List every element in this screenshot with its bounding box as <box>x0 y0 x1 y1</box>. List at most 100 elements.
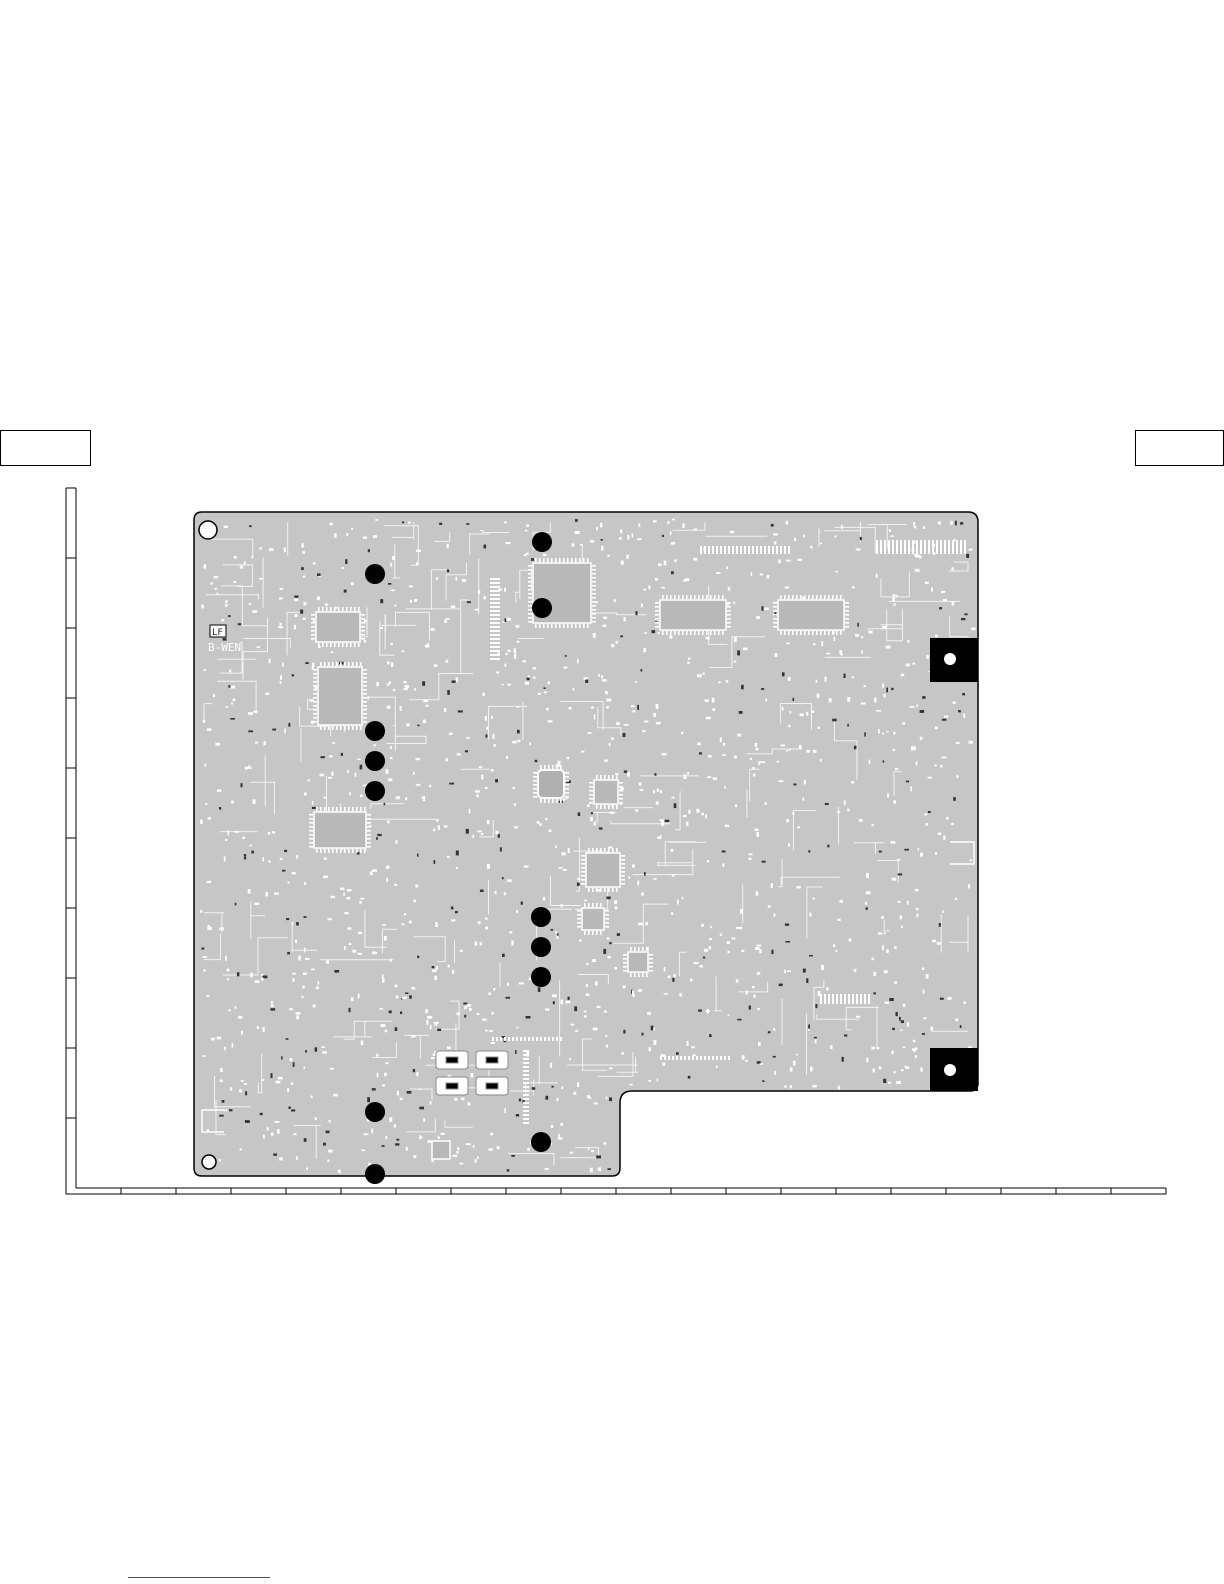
pad <box>604 1010 607 1013</box>
pad <box>797 559 802 561</box>
pad <box>460 950 463 952</box>
pad <box>668 976 671 979</box>
pad <box>545 1009 549 1011</box>
pad <box>922 968 924 971</box>
pad <box>374 744 376 746</box>
pad <box>527 678 530 681</box>
pad <box>577 878 581 880</box>
pad <box>448 965 450 968</box>
pad <box>837 919 840 921</box>
pad <box>569 1058 571 1060</box>
pad <box>951 567 953 570</box>
pad <box>207 728 212 731</box>
pad <box>920 853 923 857</box>
pad <box>391 662 393 667</box>
pad <box>847 724 849 727</box>
pad <box>426 1020 428 1025</box>
pad <box>742 1055 745 1059</box>
pad <box>888 1082 891 1084</box>
pad <box>514 826 518 828</box>
pad <box>934 765 937 767</box>
test-point-icon <box>365 1164 385 1184</box>
pad <box>587 804 590 807</box>
pad <box>384 803 386 805</box>
pad <box>482 1019 487 1021</box>
pad <box>451 606 455 608</box>
pad <box>410 600 412 603</box>
pad <box>895 768 898 770</box>
pad <box>736 979 739 982</box>
pad <box>808 850 810 852</box>
pad <box>762 606 764 611</box>
pad <box>561 1123 563 1126</box>
pad <box>664 993 668 995</box>
pad <box>931 1027 934 1031</box>
pad <box>203 669 206 671</box>
pad <box>768 1031 771 1033</box>
pad <box>387 684 390 686</box>
pad <box>697 674 702 677</box>
pad <box>364 640 366 643</box>
pad <box>774 541 776 544</box>
pad <box>555 845 557 848</box>
pad <box>282 870 286 872</box>
pad <box>245 1120 250 1123</box>
pad <box>394 884 397 886</box>
pad <box>620 530 622 534</box>
pad <box>312 663 314 668</box>
pad <box>312 801 314 805</box>
pad <box>728 951 730 953</box>
pad <box>914 526 916 529</box>
pad <box>593 1028 598 1031</box>
pad <box>523 660 526 662</box>
pad <box>544 687 546 689</box>
pad <box>228 830 230 835</box>
pad <box>444 620 447 623</box>
pad <box>304 1138 307 1142</box>
pad <box>349 943 351 945</box>
pad <box>466 1004 471 1007</box>
pad <box>796 1054 798 1056</box>
pad <box>727 941 730 944</box>
pad <box>734 637 737 642</box>
pad <box>709 1034 712 1037</box>
pad <box>657 837 661 839</box>
pad <box>249 525 252 527</box>
pad <box>893 732 896 735</box>
pad <box>360 898 364 900</box>
pad <box>224 526 228 528</box>
pad <box>544 691 546 693</box>
pad <box>515 1050 517 1054</box>
pad <box>521 902 523 905</box>
pad <box>923 990 925 994</box>
pad <box>653 878 656 880</box>
pad <box>734 661 737 663</box>
pad <box>637 705 639 710</box>
pad <box>438 825 440 830</box>
pad <box>694 529 697 531</box>
pad <box>390 959 392 962</box>
pad <box>937 942 941 945</box>
pad <box>752 767 754 769</box>
pad <box>904 849 909 851</box>
pad <box>808 1025 810 1029</box>
pad <box>601 675 603 679</box>
pad <box>709 938 712 940</box>
test-point-icon <box>531 967 551 987</box>
pad <box>324 858 327 860</box>
pad <box>374 952 377 954</box>
pad <box>616 641 618 644</box>
pad <box>454 1098 457 1101</box>
pad <box>861 703 866 705</box>
pad <box>645 922 648 925</box>
pad <box>756 891 759 895</box>
pad <box>755 748 758 751</box>
pad <box>456 677 458 682</box>
pad <box>235 903 237 906</box>
pad <box>825 677 827 682</box>
pad <box>654 1028 656 1031</box>
pad <box>345 559 347 564</box>
pad <box>286 918 289 920</box>
pad <box>797 826 799 828</box>
pad <box>561 904 563 908</box>
